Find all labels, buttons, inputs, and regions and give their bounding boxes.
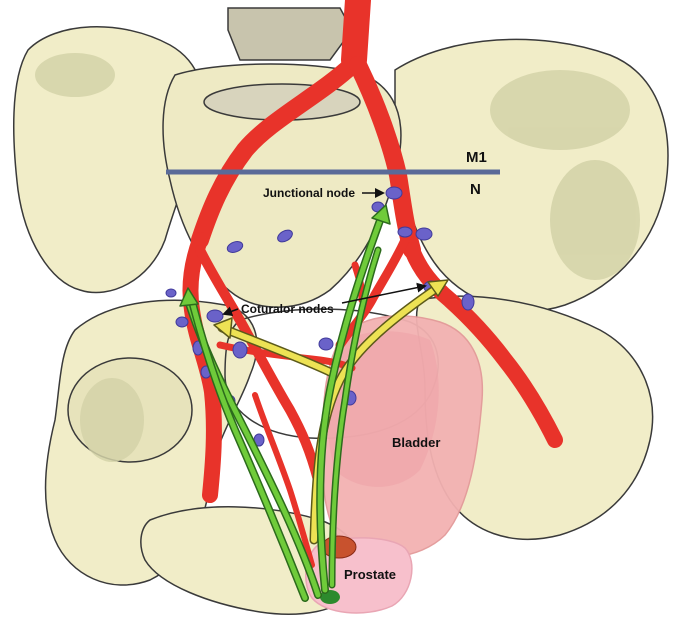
left-common-iliac [191,56,361,249]
lymph-node [397,226,413,238]
aorta [341,0,371,73]
green-arrowhead-left [179,287,199,307]
right-external-iliac [404,242,563,448]
lymph-node [385,186,403,200]
coturalor-pointer-right [341,282,427,304]
lymph-node [165,288,177,298]
right-internal-iliac [335,235,410,350]
left-external-iliac [182,232,222,503]
lymph-node [226,241,244,253]
coturalor-nodes-label: Coturalor nodes [241,302,334,316]
lower-branch [252,392,315,568]
n-label: N [470,181,481,198]
prostate-lesion [321,535,357,559]
lymph-node [415,227,433,241]
yellow-arrowhead-left [213,317,233,339]
m1-label: M1 [466,149,487,166]
yellow-arrowhead-right [427,279,449,297]
bladder-overlap [327,331,439,487]
lymph-node [232,341,248,359]
green-arrowhead-top [371,204,391,225]
coturalor-pointer-left [222,306,239,317]
lymph-node [277,229,293,243]
lymph-node [175,316,189,328]
lumbar-vertebra [227,7,353,61]
bone-shadows [35,53,640,462]
right-common-iliac [349,56,421,259]
lymph-node [461,293,475,311]
bladder-label: Bladder [392,435,440,450]
lymph-node [318,337,334,351]
iliac-arteries [182,0,563,568]
left-internal-iliac [195,245,323,485]
label-pointers [222,188,427,317]
junctional-node-label: Junctional node [263,186,355,200]
prostate-label: Prostate [344,567,396,582]
lymph-node [206,309,224,323]
